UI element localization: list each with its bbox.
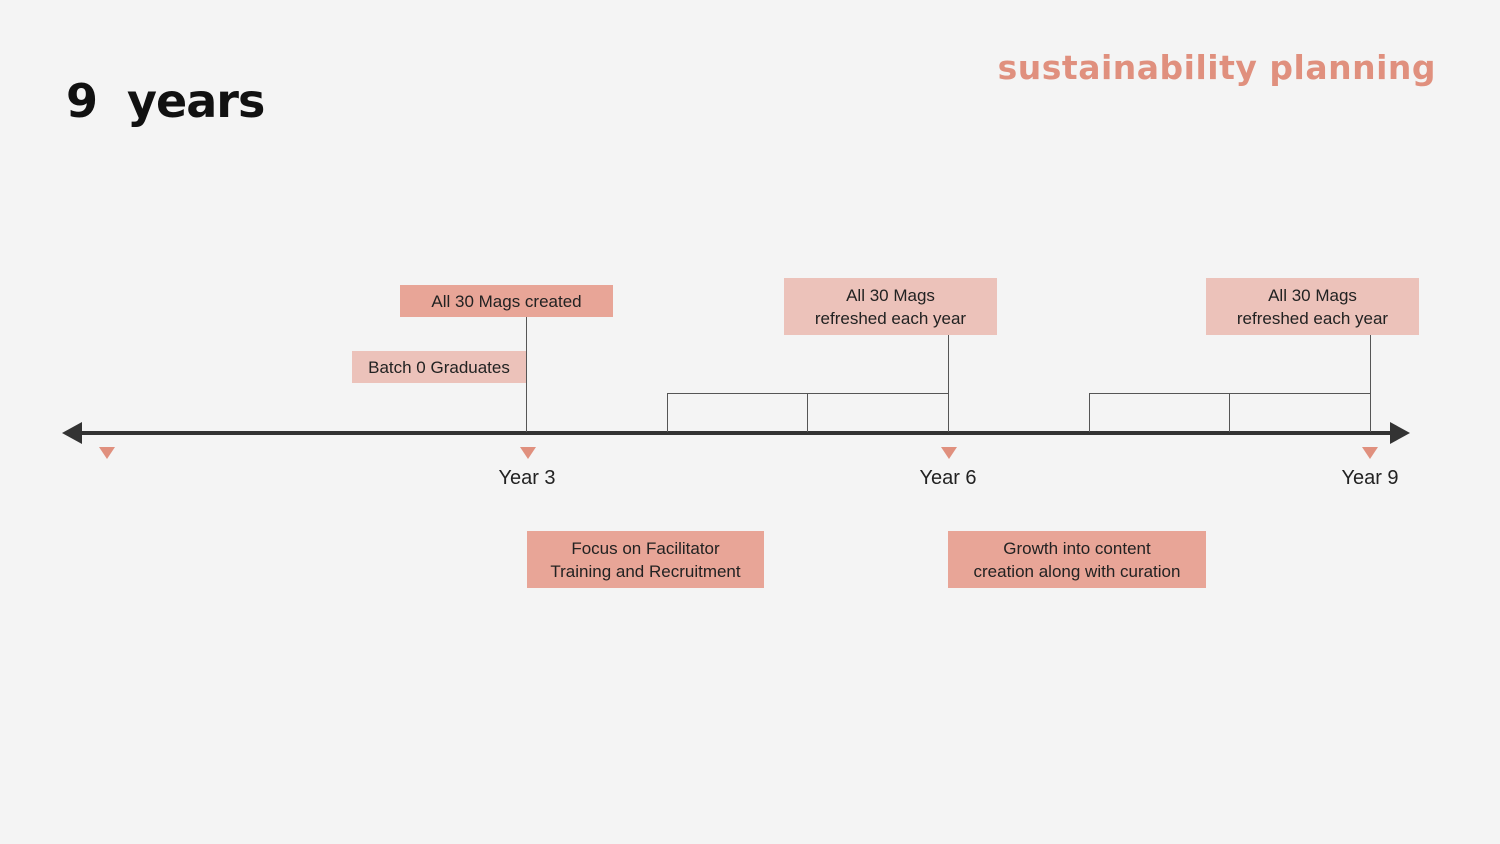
milestone-label: All 30 Mags refreshed each year [1236,285,1389,328]
phase-label: Growth into content creation along with … [973,538,1181,581]
year-label-3: Year 3 [498,467,556,489]
timeline-marker-start [99,447,115,459]
milestone-refresh-year-6: All 30 Mags refreshed each year [784,278,997,335]
connector-year-6 [948,334,949,432]
milestone-label: Batch 0 Graduates [368,357,510,377]
bracket-tick-year-5 [807,393,808,432]
bracket-tick-year-8 [1229,393,1230,432]
bracket-tick-year-7 [1089,393,1090,432]
timeline-marker-year-9 [1362,447,1378,459]
axis-arrow-right-icon [1390,422,1410,444]
timeline-axis [76,431,1396,435]
milestone-label: All 30 Mags refreshed each year [814,285,967,328]
phase-growth-content: Growth into content creation along with … [948,531,1206,588]
milestone-refresh-year-9: All 30 Mags refreshed each year [1206,278,1419,335]
connector-year-3 [526,316,527,432]
phase-label: Focus on Facilitator Training and Recrui… [550,538,741,581]
year-label-6: Year 6 [919,467,977,489]
bracket-tick-year-4 [667,393,668,432]
milestone-all-mags-created: All 30 Mags created [400,285,613,317]
timeline-marker-year-3 [520,447,536,459]
page-title: 9 years [66,74,265,128]
year-label-9: Year 9 [1341,467,1399,489]
milestone-batch-graduates: Batch 0 Graduates [352,351,526,383]
timeline-marker-year-6 [941,447,957,459]
connector-year-9 [1370,334,1371,432]
page-subtitle: sustainability planning [997,48,1436,87]
axis-arrow-left-icon [62,422,82,444]
phase-focus-facilitator: Focus on Facilitator Training and Recrui… [527,531,764,588]
milestone-label: All 30 Mags created [431,291,582,311]
